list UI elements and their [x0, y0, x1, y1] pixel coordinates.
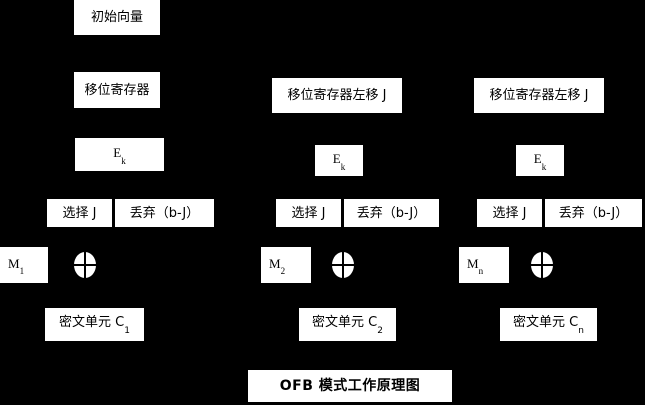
encrypt-box-1: Ek [75, 138, 164, 171]
discard-box-2: 丢弃（b-J） [344, 199, 439, 227]
ciphertext-box-2: 密文单元 C2 [299, 308, 396, 341]
ciphertext-text-1: 密文单元 C [59, 315, 125, 331]
plaintext-box-n: Mn [459, 247, 509, 283]
encrypt-letter-1: E [113, 145, 122, 161]
xor-icon-1 [73, 251, 97, 279]
initial-vector-label: 初始向量 [90, 10, 143, 25]
encrypt-letter-2: E [332, 151, 341, 167]
plaintext-subscript-n: n [478, 266, 484, 277]
plaintext-box-1: M1 [0, 247, 48, 283]
ciphertext-label-1: 密文单元 C1 [59, 315, 130, 336]
plaintext-subscript-1: 1 [19, 266, 25, 277]
ciphertext-box-1: 密文单元 C1 [45, 308, 144, 341]
select-box-n: 选择 J [477, 199, 542, 227]
initial-vector-box: 初始向量 [74, 0, 160, 35]
plaintext-label-n: Mn [467, 255, 484, 277]
ciphertext-text-2: 密文单元 C [312, 315, 378, 331]
encrypt-label-n: Ek [533, 151, 547, 172]
plaintext-letter-n: M [467, 255, 479, 271]
ciphertext-subscript-2: 2 [377, 325, 383, 336]
diagram-title-box: OFB 模式工作原理图 [248, 370, 452, 402]
ciphertext-label-n: 密文单元 Cn [513, 315, 584, 336]
xor-icon-n [530, 251, 554, 279]
shift-register-box-2: 移位寄存器左移 J [272, 78, 402, 113]
encrypt-subscript-n: k [541, 161, 547, 172]
plaintext-label-1: M1 [8, 255, 25, 277]
ciphertext-text-n: 密文单元 C [513, 315, 579, 331]
discard-label-2: 丢弃（b-J） [356, 205, 427, 221]
select-label-1: 选择 J [62, 205, 97, 221]
plaintext-box-2: M2 [261, 247, 311, 283]
xor-icon-2 [331, 251, 355, 279]
ciphertext-label-2: 密文单元 C2 [312, 315, 383, 336]
discard-label-1: 丢弃（b-J） [129, 205, 200, 221]
shift-register-box-n: 移位寄存器左移 J [474, 78, 604, 113]
encrypt-box-2: Ek [315, 145, 363, 176]
shift-register-box-1: 移位寄存器 [74, 72, 160, 108]
encrypt-box-n: Ek [516, 145, 564, 176]
ciphertext-box-n: 密文单元 Cn [500, 308, 597, 341]
plaintext-letter-2: M [269, 255, 281, 271]
select-box-2: 选择 J [276, 199, 341, 227]
diagram-title: OFB 模式工作原理图 [279, 378, 421, 394]
plaintext-letter-1: M [8, 255, 20, 271]
encrypt-subscript-1: k [121, 155, 126, 166]
ciphertext-subscript-n: n [578, 325, 584, 336]
plaintext-label-2: M2 [269, 255, 286, 277]
select-label-2: 选择 J [291, 205, 326, 221]
shift-register-label-2: 移位寄存器左移 J [287, 88, 387, 103]
ciphertext-subscript-1: 1 [124, 325, 130, 336]
select-label-n: 选择 J [492, 205, 527, 221]
discard-box-1: 丢弃（b-J） [115, 199, 214, 227]
encrypt-subscript-2: k [340, 161, 346, 172]
shift-register-label-1: 移位寄存器 [84, 82, 150, 98]
discard-label-n: 丢弃（b-J） [558, 205, 629, 221]
plaintext-subscript-2: 2 [280, 266, 286, 277]
select-box-1: 选择 J [47, 199, 112, 227]
encrypt-label-2: Ek [332, 151, 346, 172]
discard-box-n: 丢弃（b-J） [545, 199, 642, 227]
shift-register-label-n: 移位寄存器左移 J [489, 88, 589, 103]
encrypt-letter-n: E [533, 151, 542, 167]
encrypt-label-1: Ek [113, 145, 126, 166]
